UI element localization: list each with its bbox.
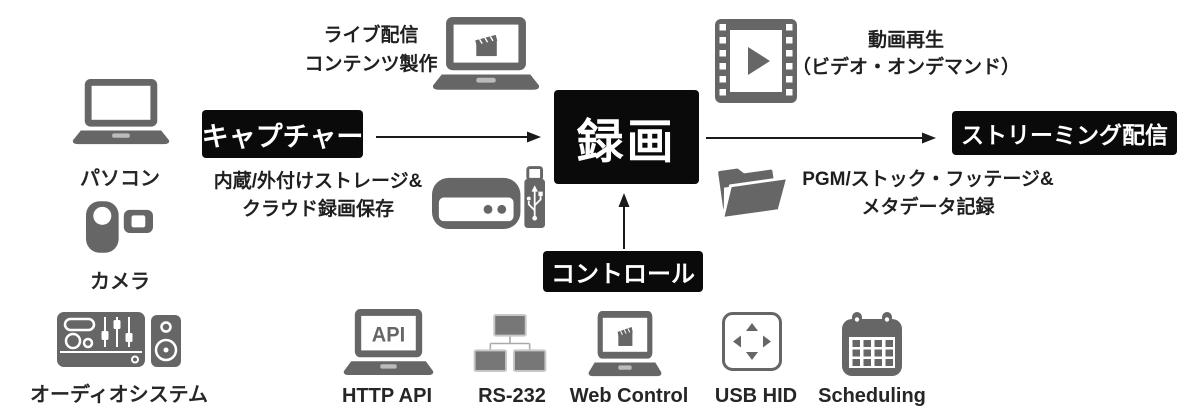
annotation-pgm-line2: メタデータ記録 (861, 197, 995, 218)
annotation-storage-line2: クラウド録画保存 (241, 199, 394, 220)
laptop-icon (72, 79, 170, 147)
method-usb-hid-label: USB HID (714, 385, 798, 407)
source-camera-label: カメラ (90, 271, 150, 293)
network-tree-icon (473, 314, 547, 373)
control-box: コントロール (543, 251, 703, 292)
annotation-live-production: ライブ配信 コンテンツ製作 (304, 21, 437, 79)
streaming-box: ストリーミング配信 (952, 111, 1177, 155)
storage-drive-usb-icon (432, 166, 545, 235)
record-box: 録画 (554, 90, 699, 184)
annotation-video-playback: 動画再生 （ビデオ・オンデマンド） (792, 27, 1020, 81)
camcorder-icon (86, 198, 153, 256)
annotation-storage: 内蔵/外付けストレージ& クラウド録画保存 (214, 168, 423, 224)
source-pc-label: パソコン (80, 168, 160, 190)
method-http-api-label: HTTP API (341, 385, 433, 407)
arrow-capture-to-record (376, 131, 541, 143)
api-screen-text: API (372, 323, 405, 347)
calendar-icon (842, 312, 902, 376)
method-rs232-label: RS-232 (478, 385, 546, 407)
clapperboard-laptop-icon (588, 311, 662, 379)
api-laptop-icon: API (343, 309, 434, 378)
arrow-control-to-record (618, 193, 630, 249)
audio-system-icon (57, 307, 181, 367)
method-web-control-label: Web Control (569, 385, 689, 407)
annotation-pgm-line1: PGM/ストック・フッテージ& (802, 169, 1054, 190)
annotation-playback-line1: 動画再生 (867, 30, 945, 51)
film-strip-play-icon (715, 19, 797, 103)
clapperboard-laptop-icon (432, 17, 540, 93)
annotation-live-line2: コンテンツ製作 (304, 54, 438, 75)
annotation-playback-line2: （ビデオ・オンデマンド） (791, 57, 1021, 78)
capture-box: キャプチャー (202, 110, 363, 158)
method-scheduling-label: Scheduling (818, 385, 926, 407)
annotation-pgm-metadata: PGM/ストック・フッテージ& メタデータ記録 (802, 166, 1054, 222)
arrow-record-to-streaming (706, 132, 936, 144)
usb-hid-dpad-icon (722, 312, 782, 371)
annotation-storage-line1: 内蔵/外付けストレージ& (213, 171, 423, 192)
annotation-live-line1: ライブ配信 (323, 25, 419, 46)
open-folder-icon (715, 155, 795, 224)
source-audio-label: オーディオシステム (30, 384, 208, 406)
